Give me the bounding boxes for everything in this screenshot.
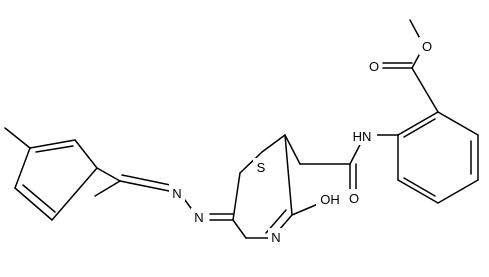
ester-carbonyl-oxygen-label: O <box>369 59 379 74</box>
ring-sulfur-label: S <box>257 160 266 175</box>
hydroxyl-label: OH <box>320 192 340 207</box>
atom-labels: O O HN O S N OH N N <box>169 37 435 246</box>
thiazoline-ring <box>232 134 319 239</box>
amide-nh-label: HN <box>353 129 372 144</box>
hydrazone-nitrogen-2-label: N <box>172 186 181 201</box>
ester-oxygen-label: O <box>422 39 432 54</box>
ring-nitrogen-label: N <box>271 230 280 245</box>
amide-linker <box>284 134 399 194</box>
amide-oxygen-label: O <box>349 191 359 206</box>
hydrazone-linker <box>94 167 234 221</box>
tolyl-ring <box>4 127 98 221</box>
hydrazone-nitrogen-1-label: N <box>194 210 203 225</box>
methyl-ester <box>382 19 439 113</box>
benzoate-ring <box>397 111 479 204</box>
